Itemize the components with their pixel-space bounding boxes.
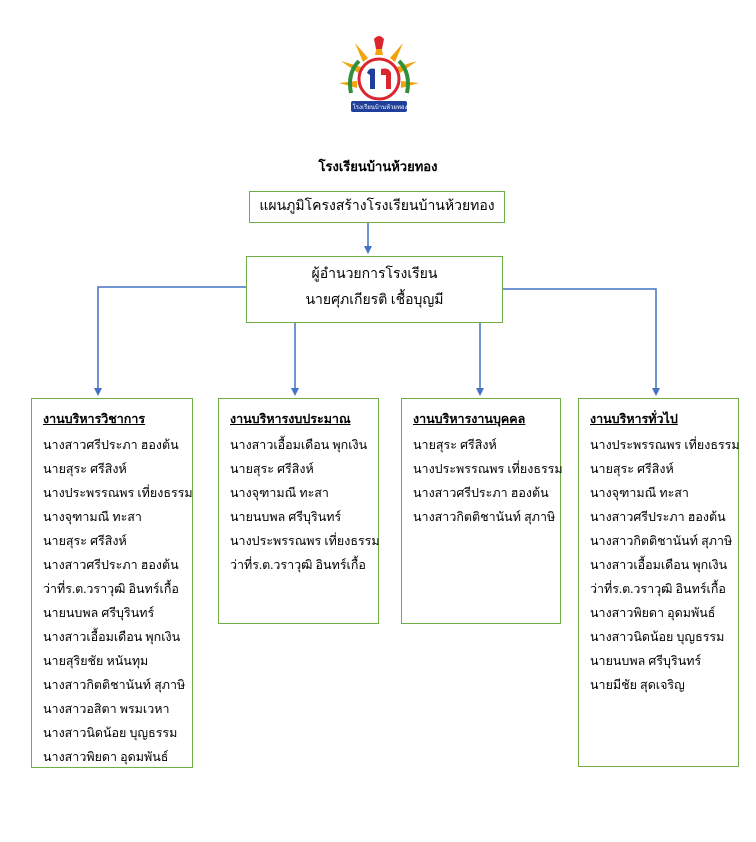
director-title: ผู้อำนวยการโรงเรียน	[311, 267, 438, 282]
dept-member: นางสาวพิยดา อุดมพันธ์	[43, 750, 169, 764]
dept-personnel-box: งานบริหารงานบุคคล นายสุระ ศรีสิงห์ นางปร…	[401, 398, 563, 624]
dept-member: นางสาวกิตติชานันท์ สุภาษิ	[590, 534, 733, 548]
plan-title-box: แผนภูมิโครงสร้างโรงเรียนบ้านห้วยทอง	[249, 191, 505, 223]
dept-member: นางสาวศรีประภา ฮองต้น	[413, 486, 549, 500]
dept-member: นางประพรรณพร เที่ยงธรรม	[230, 534, 380, 548]
dept-member: นางสาวกิตติชานันท์ สุภาษิ	[413, 510, 556, 524]
dept-general-box: งานบริหารทั่วไป นางประพรรณพร เที่ยงธรรม …	[578, 398, 740, 767]
dept-member: นายมีชัย สุดเจริญ	[590, 678, 685, 692]
dept-member: นางสาวกิตติชานันท์ สุภาษิ	[43, 678, 186, 692]
dept-member: นายสุริยชัย หนันทุม	[43, 654, 149, 668]
dept-member: นางสาวพิยดา อุดมพันธ์	[590, 606, 716, 620]
dept-academic-title: งานบริหารวิชาการ	[43, 412, 146, 426]
dept-member: นายสุระ ศรีสิงห์	[43, 462, 127, 476]
school-name: โรงเรียนบ้านห้วยทอง	[318, 159, 438, 174]
dept-member: นายสุระ ศรีสิงห์	[43, 534, 127, 548]
dept-member: นางจุฑามณี ทะสา	[43, 510, 142, 524]
torch-icon	[374, 36, 384, 49]
dept-member: ว่าที่ร.ต.วราวุฒิ อินทร์เกื้อ	[590, 582, 726, 596]
dept-member: นายสุระ ศรีสิงห์	[230, 462, 314, 476]
connector-director-to-academic	[94, 286, 246, 396]
dept-budget-title: งานบริหารงบประมาณ	[230, 412, 351, 426]
dept-member: นางสาวเอื้อมเดือน พุกเงิน	[43, 630, 181, 644]
logo-rays	[339, 35, 419, 88]
dept-member: ว่าที่ร.ต.วราวุฒิ อินทร์เกื้อ	[43, 582, 179, 596]
dept-member: นางสาวเอื้อมเดือน พุกเงิน	[590, 558, 728, 572]
dept-member: นางสาวอสิตา พรมเวหา	[43, 702, 170, 716]
dept-member: ว่าที่ร.ต.วราวุฒิ อินทร์เกื้อ	[230, 558, 366, 572]
dept-member: นางสาวเอื้อมเดือน พุกเงิน	[230, 438, 368, 452]
dept-member: นายสุระ ศรีสิงห์	[413, 438, 497, 452]
plan-title: แผนภูมิโครงสร้างโรงเรียนบ้านห้วยทอง	[259, 199, 495, 214]
dept-academic-box: งานบริหารวิชาการ นางสาวศรีประภา ฮองต้น น…	[31, 398, 193, 768]
dept-member: นางประพรรณพร เที่ยงธรรม	[590, 438, 740, 452]
dept-member: นางจุฑามณี ทะสา	[230, 486, 329, 500]
dept-member: นางสาวนิดน้อย บุญธรรม	[590, 630, 725, 644]
dept-member: นางสาวศรีประภา ฮองต้น	[43, 558, 179, 572]
dept-member: นายนบพล ศรีบุรินทร์	[590, 654, 702, 668]
connector-director-to-general	[503, 288, 660, 396]
dept-member: นางจุฑามณี ทะสา	[590, 486, 689, 500]
dept-personnel-title: งานบริหารงานบุคคล	[413, 412, 526, 426]
director-box: ผู้อำนวยการโรงเรียน นายศุภเกียรติ เชื้อบ…	[246, 256, 503, 323]
director-name: นายศุภเกียรติ เชื้อบุญมี	[305, 293, 444, 308]
dept-member: นางสาวศรีประภา ฮองต้น	[43, 438, 179, 452]
dept-member: นางประพรรณพร เที่ยงธรรม	[413, 462, 563, 476]
dept-member: นายนบพล ศรีบุรินทร์	[230, 510, 342, 524]
logo-ribbon-text: โรงเรียนบ้านห้วยทอง	[352, 105, 408, 111]
school-logo	[339, 35, 419, 112]
dept-member: นางประพรรณพร เที่ยงธรรม	[43, 486, 193, 500]
dept-member: นางสาวนิดน้อย บุญธรรม	[43, 726, 178, 740]
dept-member: นายนบพล ศรีบุรินทร์	[43, 606, 155, 620]
dept-budget-box: งานบริหารงบประมาณ นางสาวเอื้อมเดือน พุกเ…	[218, 398, 380, 624]
dept-member: นางสาวศรีประภา ฮองต้น	[590, 510, 726, 524]
dept-general-title: งานบริหารทั่วไป	[590, 412, 678, 426]
dept-member: นายสุระ ศรีสิงห์	[590, 462, 674, 476]
